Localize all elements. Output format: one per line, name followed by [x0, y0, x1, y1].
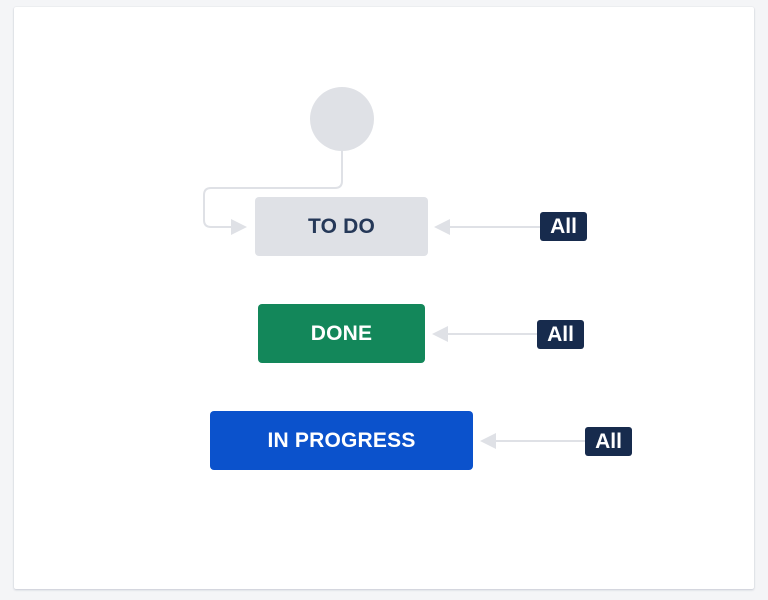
workflow-canvas: [14, 7, 754, 589]
start-node[interactable]: [310, 87, 374, 151]
global-transition-badge-todo[interactable]: All: [540, 212, 587, 241]
status-todo[interactable]: TO DO: [255, 197, 428, 256]
status-in-progress[interactable]: IN PROGRESS: [210, 411, 473, 470]
global-transition-badge-in-progress[interactable]: All: [585, 427, 632, 456]
global-transition-badge-done[interactable]: All: [537, 320, 584, 349]
status-done[interactable]: DONE: [258, 304, 425, 363]
